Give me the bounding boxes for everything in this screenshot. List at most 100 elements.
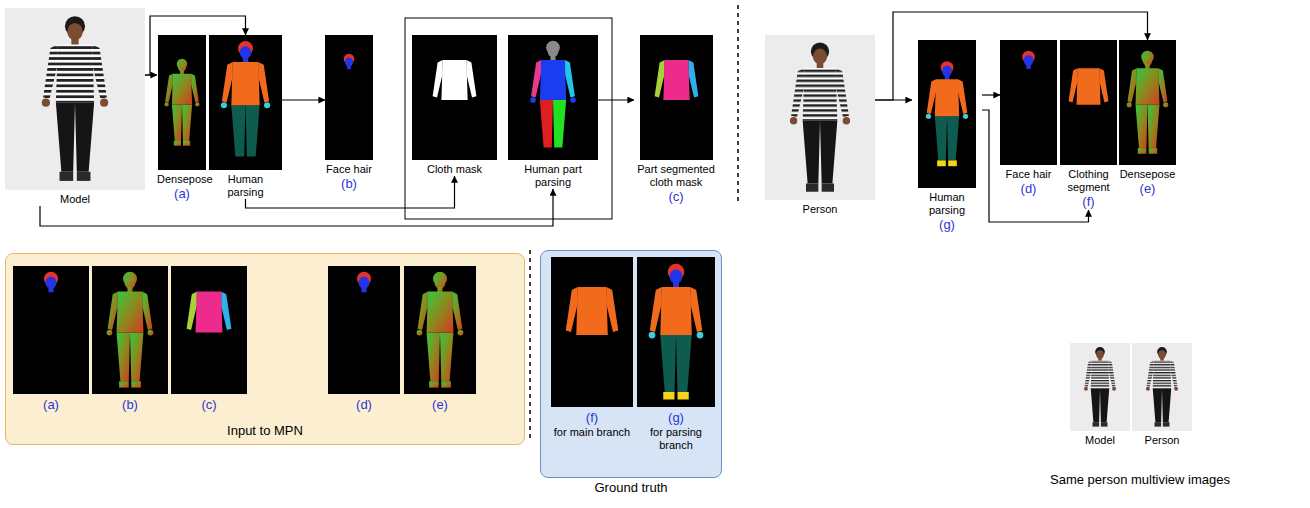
figure <box>209 35 282 170</box>
image-panel <box>5 8 145 190</box>
parsing-map: Human parsing <box>209 35 282 199</box>
ground-truth-band: Ground truth(f)for main branch(g)for par… <box>540 250 722 478</box>
image-panel <box>1132 343 1192 431</box>
image-panel <box>1000 40 1057 165</box>
truth-panel: (f)for main branch <box>551 257 633 439</box>
callout-letter: (f) <box>1060 194 1117 210</box>
densepose-map: Densepose(e) <box>1119 40 1176 197</box>
note-label: Same person multiview images <box>1030 472 1250 488</box>
callout-letter: (c) <box>634 189 718 205</box>
figure <box>765 35 875 200</box>
callout-letter: (e) <box>1119 181 1176 197</box>
image-panel <box>92 266 168 394</box>
figure <box>404 266 476 394</box>
callout-letter: (g) <box>912 217 982 233</box>
image-panel <box>640 35 713 160</box>
panel-caption: Human part parsing <box>508 163 598 189</box>
image-panel <box>765 35 875 200</box>
image-panel <box>508 35 598 160</box>
panel-caption: Part segmented cloth mask <box>634 163 718 189</box>
figure <box>328 266 400 394</box>
figure <box>637 257 715 407</box>
figure <box>1132 343 1192 431</box>
figure <box>13 266 89 394</box>
densepose-map: Densepose(a) <box>157 35 207 202</box>
image-panel <box>325 35 373 160</box>
figure <box>640 35 713 160</box>
image-panel <box>158 35 206 170</box>
figure <box>1060 40 1117 165</box>
callout-letter: (c) <box>171 397 247 413</box>
figure <box>1000 40 1057 165</box>
figure <box>508 35 598 160</box>
figure <box>1070 343 1130 431</box>
input-panel: (c) <box>171 266 247 413</box>
callout-letter: (d) <box>328 397 400 413</box>
figure <box>158 35 206 170</box>
parsing-map: Human parsing(g) <box>912 40 982 233</box>
panel-caption: Face hair <box>1000 168 1057 181</box>
panel-caption: Face hair <box>325 163 373 176</box>
person-photo: Person <box>765 35 875 216</box>
model-photo: Model <box>1070 343 1130 447</box>
image-panel <box>209 35 282 170</box>
input-panel: (e) <box>404 266 476 413</box>
figure <box>1119 40 1176 165</box>
callout-letter: (f) <box>551 410 633 426</box>
figure <box>412 35 497 160</box>
input-panel: (d) <box>328 266 400 413</box>
band-title: Ground truth <box>541 480 721 496</box>
panel-caption: for parsing branch <box>637 426 715 452</box>
truth-panel: (g)for parsing branch <box>637 257 715 452</box>
figure <box>551 257 633 407</box>
callout-letter: (e) <box>404 397 476 413</box>
callout-letter: (b) <box>92 397 168 413</box>
image-panel <box>171 266 247 394</box>
input-panel: (b) <box>92 266 168 413</box>
panel-caption: Model <box>1070 434 1130 447</box>
cloth-mask: Cloth mask <box>412 35 497 176</box>
model-photo: Model <box>5 8 145 206</box>
flow-arrow <box>40 189 553 226</box>
panel-caption: Human parsing <box>209 173 282 199</box>
figure <box>92 266 168 394</box>
part-parsing-map: Human part parsing <box>508 35 598 189</box>
panel-caption: for main branch <box>551 426 633 439</box>
image-panel <box>637 257 715 407</box>
clothing-segment: Clothing segment(f) <box>1060 40 1117 210</box>
figure <box>171 266 247 394</box>
divider-dashed <box>529 250 531 440</box>
panel-caption: Human parsing <box>912 191 982 217</box>
image-panel <box>1060 40 1117 165</box>
part-cloth-mask: Part segmented cloth mask(c) <box>634 35 718 205</box>
panel-caption: Model <box>5 193 145 206</box>
flow-arrow <box>598 99 634 100</box>
input-band: Input to MPN(a)(b)(c)(d)(e) <box>5 253 525 445</box>
group-frame <box>405 18 612 219</box>
image-panel <box>328 266 400 394</box>
person-photo: Person <box>1132 343 1192 447</box>
image-panel <box>1070 343 1130 431</box>
input-panel: (a) <box>13 266 89 413</box>
flow-arrow <box>246 176 455 208</box>
panel-caption: Cloth mask <box>412 163 497 176</box>
image-panel <box>13 266 89 394</box>
figure <box>918 40 976 188</box>
callout-letter: (d) <box>1000 181 1057 197</box>
panel-caption: Densepose <box>157 173 207 186</box>
image-panel <box>1119 40 1176 165</box>
image-panel <box>551 257 633 407</box>
panel-caption: Clothing segment <box>1060 168 1117 194</box>
image-panel <box>412 35 497 160</box>
image-panel <box>918 40 976 188</box>
figure <box>325 35 373 160</box>
panel-caption: Person <box>765 203 875 216</box>
panel-caption: Densepose <box>1119 168 1176 181</box>
image-panel <box>404 266 476 394</box>
callout-letter: (b) <box>325 176 373 192</box>
callout-letter: (a) <box>157 186 207 202</box>
flow-arrow <box>982 94 1000 95</box>
callout-letter: (a) <box>13 397 89 413</box>
divider-dashed <box>737 5 739 205</box>
